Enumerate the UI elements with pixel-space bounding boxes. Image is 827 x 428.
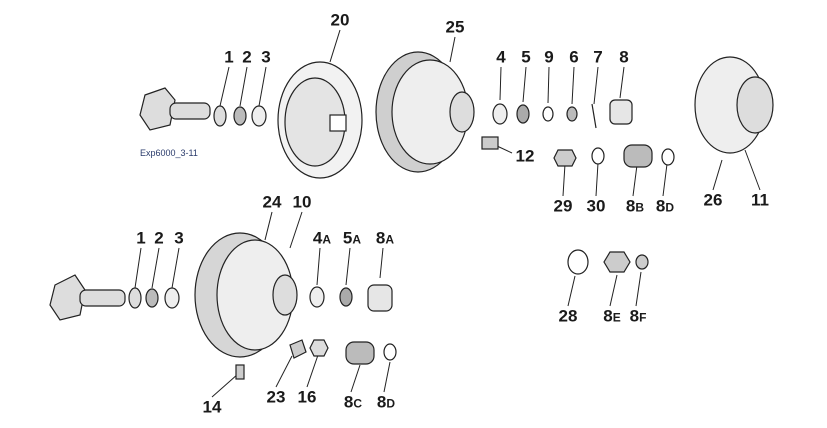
callout-number: 11 [751,190,769,210]
callout-suffix: E [612,310,621,325]
callout-number: 8 [625,196,636,216]
callout-suffix: F [639,310,647,325]
callout-30: 30 [587,198,606,215]
callout-3-bottom: 3 [174,230,183,247]
callout-number: 8 [619,47,629,67]
callout-25: 25 [446,19,465,36]
callout-number: 6 [569,47,579,67]
callout-number: 23 [266,387,286,407]
callout-number: 10 [292,192,312,212]
callout-8e: 8E [603,308,620,325]
callout-suffix: A [352,232,362,247]
callout-4a: 4A [313,230,331,247]
callout-8f: 8F [630,308,647,325]
callout-number: 30 [586,196,606,216]
callout-number: 16 [297,387,317,407]
callout-suffix: A [385,232,395,247]
callout-3-top: 3 [261,49,270,66]
callout-20: 20 [331,12,350,29]
callout-number: 8 [655,196,666,216]
callout-28: 28 [559,308,578,325]
callout-suffix: D [386,396,396,411]
callout-24: 24 [263,194,282,211]
callout-number: 14 [202,397,222,417]
callout-14: 14 [203,399,222,416]
callout-1-top: 1 [224,49,233,66]
callout-number: 28 [558,306,578,326]
callout-2-bottom: 2 [154,230,163,247]
callout-9: 9 [544,49,553,66]
callout-number: 3 [174,228,184,248]
callout-number: 4 [312,228,323,248]
callout-number: 12 [515,146,535,166]
callout-number: 9 [544,47,554,67]
callout-6: 6 [569,49,578,66]
callout-23: 23 [267,389,286,406]
callout-number: 1 [136,228,146,248]
callout-number: 8 [603,306,613,326]
callout-suffix: B [635,200,645,215]
callout-number: 29 [553,196,573,216]
callout-4: 4 [496,49,505,66]
callout-number: 25 [445,17,465,37]
callout-2-top: 2 [242,49,251,66]
callout-10: 10 [293,194,312,211]
callout-7: 7 [593,49,602,66]
callout-number: 26 [703,190,723,210]
callout-number: 4 [496,47,506,67]
callout-8a: 8A [376,230,394,247]
callout-number: 24 [262,192,282,212]
callout-suffix: C [353,396,363,411]
callout-number: 20 [330,10,350,30]
callout-number: 8 [376,392,387,412]
callout-number: 5 [342,228,353,248]
callout-5: 5 [521,49,530,66]
callout-number: 8 [375,228,386,248]
callout-number: 8 [629,306,640,326]
callout-suffix: A [322,232,332,247]
callout-number: 1 [224,47,234,67]
callout-1-bottom: 1 [136,230,145,247]
callout-number: 8 [343,392,354,412]
callout-8d-top: 8D [656,198,674,215]
callout-8b: 8B [626,198,644,215]
callout-12: 12 [516,148,535,165]
callout-8d-bottom: 8D [377,394,395,411]
callout-number: 2 [242,47,252,67]
callout-26: 26 [704,192,723,209]
callout-5a: 5A [343,230,361,247]
callout-8: 8 [619,49,628,66]
callout-29: 29 [554,198,573,215]
callout-number: 7 [593,47,603,67]
callout-number: 3 [261,47,271,67]
callout-8c: 8C [344,394,362,411]
callout-11: 11 [751,192,769,209]
figure-caption: Exp6000_3-11 [140,148,198,158]
callout-number: 2 [154,228,164,248]
callout-16: 16 [298,389,317,406]
callout-suffix: D [665,200,675,215]
callout-number: 5 [521,47,531,67]
